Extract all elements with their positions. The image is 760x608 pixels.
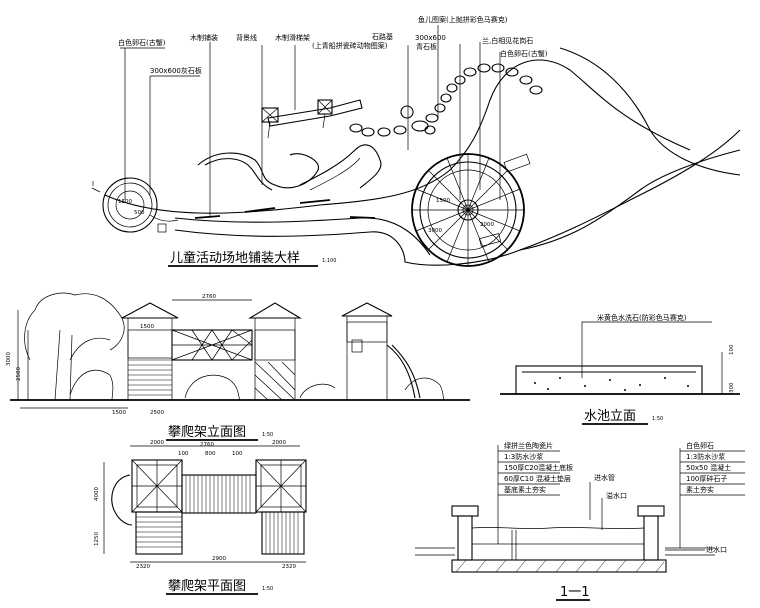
elev-tree xyxy=(24,292,125,361)
plan-paving-dashes xyxy=(194,199,376,219)
elev-climb-net xyxy=(171,329,253,361)
svg-text:500: 500 xyxy=(134,210,145,216)
elev-dim-height-a: 3000 xyxy=(6,352,12,366)
plan-wave-right xyxy=(299,144,382,189)
cplan-dim-top-left: 2000 xyxy=(150,440,164,446)
section-left-label-2: 150厚C20混凝土底板 xyxy=(504,463,573,472)
plan-wood-track xyxy=(261,99,363,139)
elev-right-tower xyxy=(248,302,302,401)
wheel-dim-b: 2000 xyxy=(480,222,494,228)
section-left-label-3: 60厚C10 混凝土垫层 xyxy=(504,474,571,483)
label-stone-slab: 300x600灰石板 xyxy=(150,66,202,75)
plan-title: 儿童活动场地铺装大样 xyxy=(170,250,300,266)
section-mid-label-0: 进水管 xyxy=(594,473,615,482)
cplan-dim-mid-a: 100 xyxy=(178,451,189,457)
section-right-wall xyxy=(643,515,659,561)
cplan-dim-bottom-left: 2320 xyxy=(136,564,150,570)
section-left-label-1: 1:3防水沙浆 xyxy=(504,452,543,461)
section-left-wall xyxy=(457,515,473,561)
section-left-label-4: 基底素土夯实 xyxy=(504,485,546,494)
cplan-dim-top: 2760 xyxy=(200,442,214,448)
elev-dim-bottom-mid: 2500 xyxy=(150,410,164,416)
pool-elev-label: 米黄色水洗石(防彩色马赛克) xyxy=(597,313,687,322)
label-white-pebble-left: 白色卵石(古蟹) xyxy=(118,38,166,47)
elev-dim-height-b: 2500 xyxy=(16,367,22,381)
section-right-label-1: 1:3防水沙浆 xyxy=(686,452,725,461)
cplan-dim-mid-c: 100 xyxy=(232,451,243,457)
plan-path-upper xyxy=(174,217,431,256)
label-boundary-line: 背景线 xyxy=(236,33,257,42)
label-wood-track: 木制滑梯架 xyxy=(275,33,310,42)
cplan-dim-side-a: 4000 xyxy=(94,487,100,501)
cplan-dim-top-right: 2000 xyxy=(272,440,286,446)
pool-elev-dim-a: 100 xyxy=(729,344,735,355)
climbing-frame-plan: 2000 2760 2000 100 800 100 xyxy=(94,440,307,595)
section-mid-label-1: 溢水口 xyxy=(606,491,627,500)
pool-elevation: 米黄色水洗石(防彩色马赛克) 100 300 水池立面 1:50 xyxy=(500,313,740,425)
section-right-label-3: 100厚碎石子 xyxy=(686,474,727,483)
plan-path-lower xyxy=(174,129,741,266)
plan-leaders xyxy=(120,25,501,216)
label-dim-300x600: 300x600 xyxy=(415,34,446,42)
plan-right-hill xyxy=(519,149,741,251)
label-pebble-mix: 兰,白相见花岗石 xyxy=(482,36,533,45)
label-blue-stone: 青石板 xyxy=(416,42,437,51)
section-title: 1一1 xyxy=(560,585,590,600)
elev-left-tower xyxy=(121,302,179,400)
label-stone-pattern-a: 石路基 xyxy=(372,32,393,41)
section-left-label-0: 绿拼兰色陶瓷片 xyxy=(504,441,553,450)
cplan-dim-bottom-mid: 2900 xyxy=(212,556,226,562)
elev-dim-inner: 1500 xyxy=(140,324,154,330)
label-white-pebble-right: 白色卵石(古蟹) xyxy=(500,49,548,58)
section-right-label-0: 白色卵石 xyxy=(686,441,714,450)
section-right-labels: 白色卵石 1:3防水沙浆 50x50 混凝土 100厚碎石子 素土夯实 xyxy=(680,441,745,496)
cplan-left-roof xyxy=(131,459,183,513)
wheel-dim-a: 1500 xyxy=(436,198,450,204)
elev-slide-tower xyxy=(341,302,421,400)
cplan-dim-bottom-right: 2320 xyxy=(282,564,296,570)
section-right-label-2: 50x50 混凝土 xyxy=(686,463,731,472)
elev-scale: 1:50 xyxy=(262,432,273,438)
cplan-right-roof xyxy=(255,459,307,513)
section-right-label-4: 素土夯实 xyxy=(686,485,714,494)
pool-elev-title: 水池立面 xyxy=(584,409,636,424)
elev-dim-bottom-left: 1500 xyxy=(112,410,126,416)
pool-elev-scale: 1:50 xyxy=(652,416,663,422)
elev-shrubs xyxy=(69,369,446,401)
play-area-plan: 1500 500 xyxy=(91,15,741,267)
cplan-scale: 1:50 xyxy=(262,586,273,592)
elev-dim-top: 2760 xyxy=(202,294,216,300)
svg-text:1500: 1500 xyxy=(118,199,132,205)
climbing-frame-elevation: 2760 1500 1500 2500 3000 2500 攀爬架立面图 1:5… xyxy=(6,292,470,441)
cplan-title: 攀爬架平面图 xyxy=(168,579,246,594)
section-outlet-label: 进水口 xyxy=(706,545,727,554)
plan-scale: 1:100 xyxy=(322,258,336,264)
cplan-right-block xyxy=(261,511,305,555)
pool-elev-dim-b: 300 xyxy=(729,382,735,393)
cplan-dim-mid-b: 800 xyxy=(205,451,216,457)
elev-title: 攀爬架立面图 xyxy=(168,425,246,440)
label-stone-pattern-b: (上青船拼瓷砖动物图案) xyxy=(312,41,388,50)
label-wood-plank: 木制铺装 xyxy=(190,33,218,42)
plan-section-mark: I xyxy=(92,180,94,188)
plan-right-top xyxy=(559,47,741,176)
plan-wheel-plaza: 1500 2000 3000 xyxy=(411,153,531,267)
section-left-labels: 绿拼兰色陶瓷片 1:3防水沙浆 150厚C20混凝土底板 60厚C10 混凝土垫… xyxy=(498,441,573,496)
cplan-dim-side-b: 1250 xyxy=(94,532,100,546)
plan-wave-left xyxy=(197,152,319,189)
cplan-left-steps xyxy=(135,511,183,555)
plan-outer-edge xyxy=(104,59,691,214)
pool-section: 绿拼兰色陶瓷片 1:3防水沙浆 150厚C20混凝土底板 60厚C10 混凝土垫… xyxy=(415,441,745,601)
label-fish-pattern: 鱼儿图案(上抛拼彩色马赛克) xyxy=(418,15,508,24)
plan-round-entry: 1500 500 xyxy=(102,177,179,233)
plan-wave-right-inner xyxy=(309,157,361,191)
section-base xyxy=(451,559,667,573)
plan-wave-left-inner xyxy=(204,158,273,191)
cplan-center-deck xyxy=(181,474,257,514)
plan-stepping-stones xyxy=(349,63,543,137)
wheel-dim-c: 3000 xyxy=(428,228,442,234)
